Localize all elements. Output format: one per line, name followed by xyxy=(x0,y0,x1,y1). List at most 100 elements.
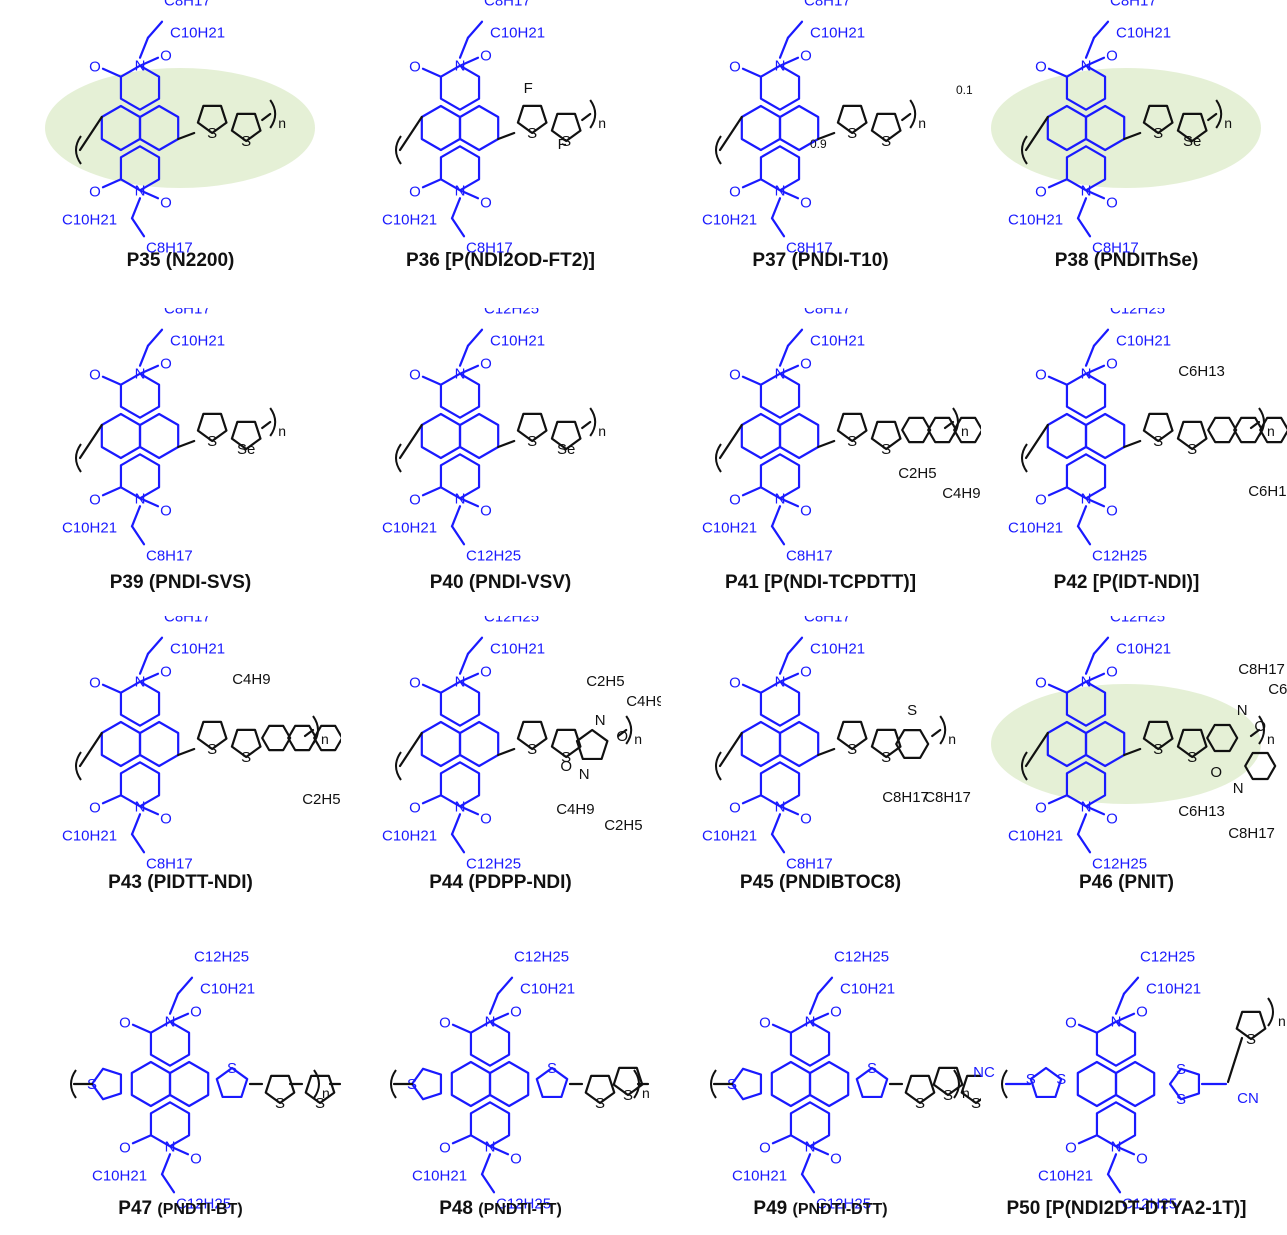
bond xyxy=(617,728,628,738)
comonomer-ring xyxy=(836,720,868,751)
alkyl-chain xyxy=(160,1153,172,1176)
carbonyl-bond xyxy=(131,1134,153,1145)
carbonyl-bond xyxy=(1084,805,1106,816)
carbonyl-bond xyxy=(458,672,480,683)
repeat-index-n: n xyxy=(1267,423,1275,439)
benzothiadiazole-ring xyxy=(895,729,930,759)
fused-thiophene-left xyxy=(730,1067,763,1101)
alkyl-label-lower: C10H21 xyxy=(1116,25,1171,42)
alkyl-chain xyxy=(786,20,804,39)
comonomer-thiophene xyxy=(304,1074,336,1105)
alkyl-label-lower: C12H25 xyxy=(466,547,521,564)
bracket-right xyxy=(1267,997,1274,1027)
alkyl-chain xyxy=(138,36,150,59)
repeat-index-n: n xyxy=(598,115,606,131)
oxygen-atom: O xyxy=(729,59,741,76)
side-chain-label: C6H13 xyxy=(1268,681,1287,698)
carbonyl-bond xyxy=(771,1023,793,1034)
structure-p39: NNOOOOC8H17C10H21C10H21C8H17SSen xyxy=(62,308,286,564)
structure-drawing: NNOOOOC12H25C10H21C10H21C12H25SSSSSn xyxy=(710,949,981,1212)
alkyl-label-upper: C10H21 xyxy=(382,827,437,844)
oxygen-atom: O xyxy=(409,59,421,76)
bracket-right xyxy=(269,99,277,129)
cyano-group-left: NC xyxy=(973,1064,995,1081)
bond xyxy=(718,731,743,768)
fused-ring xyxy=(927,416,958,444)
naphthalene-ring-left xyxy=(450,1060,492,1108)
alkyl-label-lower: C10H21 xyxy=(170,641,225,658)
oxygen-atom: O xyxy=(1035,491,1047,508)
sulfur-atom: S xyxy=(1187,749,1197,766)
sulfur-atom: S xyxy=(847,433,857,450)
oxygen-atom: O xyxy=(480,356,492,373)
dithiole-ring-left xyxy=(1029,1066,1063,1099)
alkyl-label-lower: C10H21 xyxy=(1116,641,1171,658)
side-chain-label: C4H9 xyxy=(232,671,270,688)
alkyl-chain xyxy=(168,992,180,1015)
carbonyl-bond xyxy=(458,189,480,200)
alkyl-chain xyxy=(1076,505,1088,528)
oxygen-atom: O xyxy=(1035,675,1047,692)
bracket-left xyxy=(395,443,402,473)
alkyl-label-lower: C10H21 xyxy=(490,333,545,350)
naphthalene-ring-right xyxy=(168,1060,210,1108)
oxygen-atom: O xyxy=(409,491,421,508)
side-chain-label: C6H13 xyxy=(1248,483,1287,500)
sulfur-atom: S xyxy=(1153,741,1163,758)
repeat-index-n: n xyxy=(278,423,286,439)
sulfur-atom: S xyxy=(1176,1091,1186,1108)
bond xyxy=(1024,731,1049,768)
sulfur-atom: S xyxy=(1153,433,1163,450)
structure-drawing: NNOOOOC8H17C10H21C10H21C8H17SSC2H5C4H9n xyxy=(702,308,981,564)
polymer-caption: P41 [P(NDI-TCPDTT)] xyxy=(660,572,981,594)
sulfur-atom: S xyxy=(207,433,217,450)
isoindigo-ring xyxy=(1206,723,1239,753)
naphthalene-ring-left xyxy=(740,412,782,460)
alkyl-label-lower: C10H21 xyxy=(170,333,225,350)
comonomer-ring xyxy=(230,112,262,143)
oxygen-atom: O xyxy=(560,758,572,775)
structure-p42: NNOOOOC12H25C10H21C10H21C12H25SSC6H13C6H… xyxy=(1008,308,1287,564)
structure-p50: NNOOOOC12H25C10H21C10H21C12H25SSSSNCCNSn xyxy=(973,949,1286,1213)
oxygen-atom: O xyxy=(1136,1004,1148,1021)
oxygen-atom: O xyxy=(439,1139,451,1156)
carbonyl-bond xyxy=(778,805,800,816)
structure-p48: NNOOOOC12H25C10H21C10H21C12H25SSSSn xyxy=(390,949,650,1212)
nitrogen-atom: N xyxy=(1233,780,1244,797)
alkyl-chain xyxy=(1092,636,1110,655)
oxygen-atom: O xyxy=(480,664,492,681)
highlight-glow xyxy=(45,68,315,188)
comonomer-ring xyxy=(550,728,582,759)
alkyl-chain xyxy=(770,813,782,836)
polymer-code: P37 xyxy=(752,250,787,271)
side-chain-label: C4H9 xyxy=(626,693,661,710)
fused-ring xyxy=(901,416,932,444)
sulfur-atom: S xyxy=(1026,1071,1036,1088)
alkyl-label-lower: C8H17 xyxy=(786,855,833,872)
comonomer-ring xyxy=(1142,720,1174,751)
carbonyl-bond xyxy=(458,364,480,375)
carbonyl-bond xyxy=(421,486,443,497)
oxygen-atom: O xyxy=(1106,664,1118,681)
alkyl-chain xyxy=(1076,217,1092,238)
alkyl-label-lower: C12H25 xyxy=(1122,1195,1177,1212)
comonomer-ring xyxy=(870,112,902,143)
alkyl-label-upper: C12H25 xyxy=(194,949,249,966)
structure-drawing: NNOOOOC12H25C10H21C10H21C12H25SSNNOOC2H5… xyxy=(382,616,661,872)
bracket-left xyxy=(1021,751,1028,781)
comonomer-ring xyxy=(550,112,582,143)
alkyl-chain xyxy=(450,197,462,220)
oxygen-atom: O xyxy=(119,1015,131,1032)
highlight-glow xyxy=(991,68,1261,188)
bond xyxy=(817,747,836,757)
bond xyxy=(177,439,196,449)
comonomer-ring xyxy=(550,420,582,451)
comonomer-thiophene xyxy=(264,1074,296,1105)
bond xyxy=(398,731,423,768)
structure-drawing: NNOOOOC12H25C10H21C10H21C12H25SSSSn xyxy=(70,949,341,1212)
carbonyl-bond xyxy=(808,1012,830,1023)
oxygen-atom: O xyxy=(1035,183,1047,200)
polymer-cell-p43: NNOOOOC8H17C10H21C10H21C8H17SSC4H9C2H5n xyxy=(20,616,341,924)
bracket-left xyxy=(710,1069,717,1099)
bracket-left xyxy=(75,751,82,781)
